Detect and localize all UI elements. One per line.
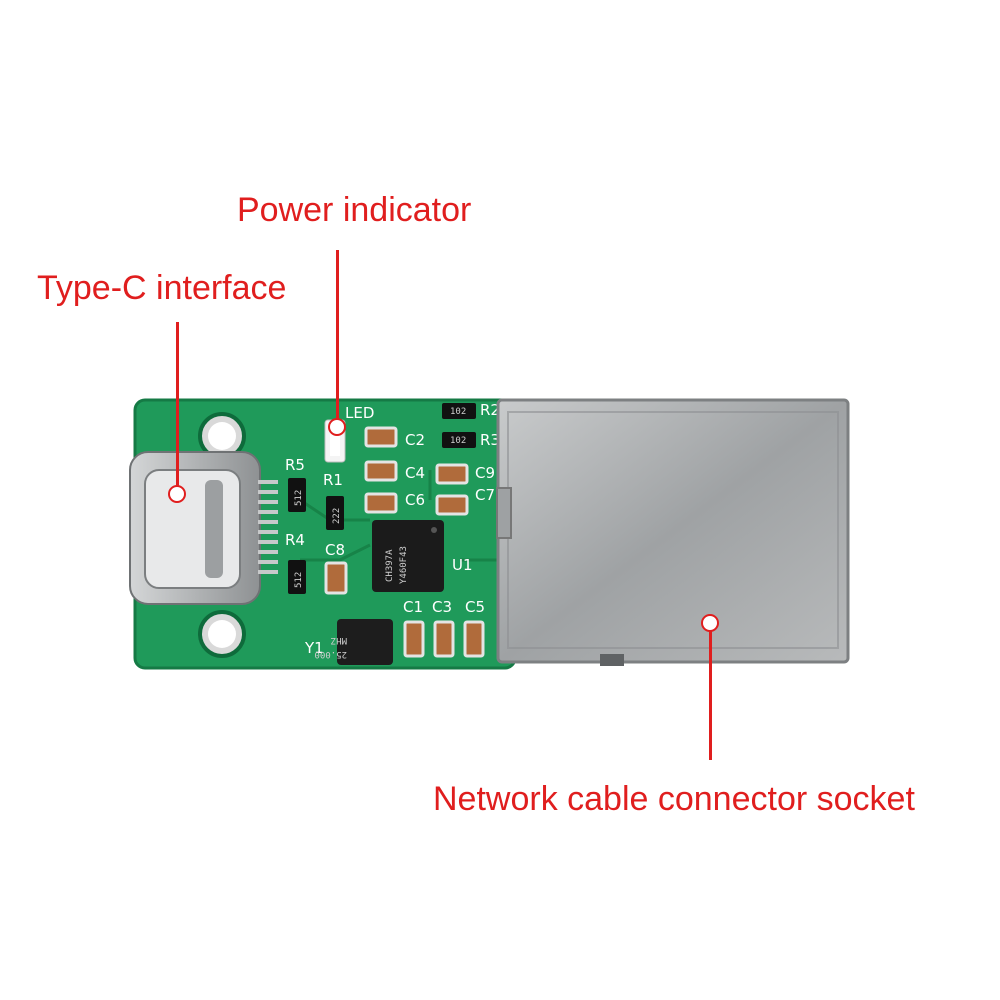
power-indicator-leader-line — [336, 250, 339, 423]
type-c-interface-label: Type-C interface — [37, 269, 287, 307]
network-socket-label: Network cable connector socket — [433, 780, 915, 818]
svg-text:512: 512 — [294, 490, 304, 506]
ic-chip: CH397A Y460F43 — [372, 520, 444, 592]
silk-c3: C3 — [432, 598, 452, 616]
svg-text:25.000: 25.000 — [314, 649, 347, 659]
svg-text:102: 102 — [450, 407, 466, 417]
silk-y1: Y1 — [304, 639, 324, 657]
silk-c9: C9 — [475, 464, 495, 482]
resistor-r1: 222 — [326, 496, 344, 530]
silk-c5: C5 — [465, 598, 485, 616]
silk-r2: R2 — [480, 401, 500, 419]
usb-c-connector — [129, 451, 278, 605]
network-socket-leader-line — [709, 630, 712, 760]
resistor-r2: 102 — [442, 403, 476, 419]
silk-r5: R5 — [285, 456, 305, 474]
resistor-r3: 102 — [442, 432, 476, 448]
silk-c7: C7 — [475, 486, 495, 504]
svg-text:512: 512 — [294, 572, 304, 588]
rj45-socket — [496, 398, 850, 666]
capacitors — [324, 426, 485, 658]
silk-r3: R3 — [480, 431, 500, 449]
crystal-oscillator: 25.000 MHZ — [314, 619, 393, 665]
type-c-leader-line — [176, 322, 179, 488]
resistor-r4: 512 — [288, 560, 306, 594]
silk-led: LED — [345, 404, 374, 422]
svg-text:CH397A: CH397A — [385, 549, 395, 582]
silk-u1: U1 — [452, 556, 473, 574]
svg-text:222: 222 — [332, 508, 342, 524]
silk-c8: C8 — [325, 541, 345, 559]
silk-c6: C6 — [405, 491, 425, 509]
power-indicator-marker — [328, 418, 346, 436]
svg-text:Y460F43: Y460F43 — [399, 546, 409, 584]
type-c-marker — [168, 485, 186, 503]
silkscreen-labels: LED R5 R4 R1 C8 C2 C4 C6 C9 C7 R2 R3 C1 … — [285, 401, 500, 657]
svg-text:102: 102 — [450, 436, 466, 446]
silk-c1: C1 — [403, 598, 423, 616]
resistor-r5: 512 — [288, 478, 306, 512]
silk-r1: R1 — [323, 471, 343, 489]
silk-c4: C4 — [405, 464, 425, 482]
silk-c2: C2 — [405, 431, 425, 449]
silk-r4: R4 — [285, 531, 305, 549]
svg-text:MHZ: MHZ — [330, 635, 347, 645]
power-indicator-label: Power indicator — [237, 191, 472, 229]
